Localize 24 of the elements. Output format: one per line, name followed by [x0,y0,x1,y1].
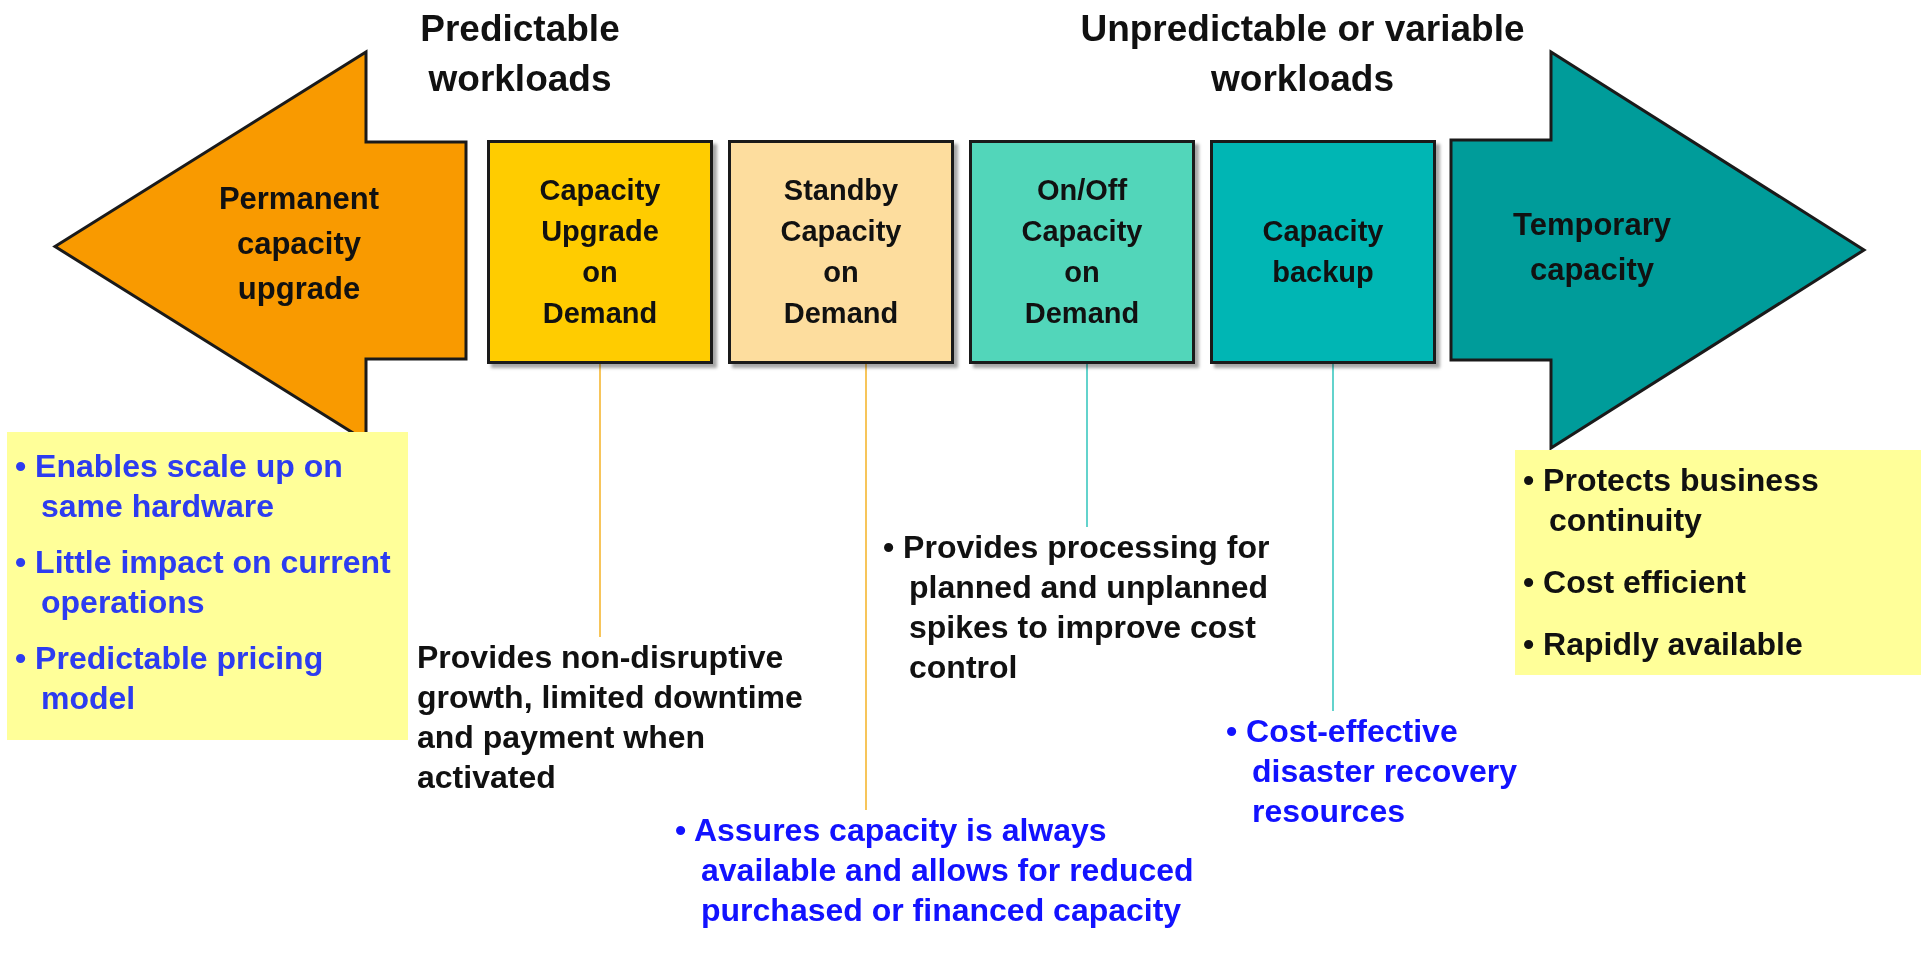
bullet-point: • Enables scale up on same hardware [15,447,344,526]
leader-line [599,363,601,638]
bullet-point: • Protects business continuity [1523,461,1820,540]
option-box: Standby Capacity on Demand [728,140,954,364]
arrow-label: Permanent capacity upgrade [217,180,381,308]
bullet-point: • Rapidly available [1523,625,1804,664]
bullet-point: • Provides processing for planned and unplanned spikes to improve cost control [883,528,1271,687]
option-box: On/Off Capacity on Demand [969,140,1195,364]
description-text: Provides non-disruptive growth, limited downtime and payment when activated [417,637,847,797]
section-heading: Predictable workloads [419,7,621,101]
option-box: Capacity Upgrade on Demand [487,140,713,364]
bullet-point: • Cost-effective disaster recovery resources [1226,712,1519,831]
bullet-point: • Assures capacity is always available and allows for reduced purchased or financed capacity [675,811,1195,930]
bullet-point: • Predictable pricing model [15,639,325,718]
option-box: Capacity backup [1210,140,1436,364]
section-heading: Unpredictable or variable workloads [1079,7,1526,101]
note-panel [1515,450,1921,675]
leader-line [1086,363,1088,528]
leader-line [1332,363,1334,712]
note-panel [7,432,408,740]
bullet-point: • Cost efficient [1523,563,1747,602]
leader-line [865,363,867,811]
bullet-point: • Little impact on current operations [15,543,392,622]
arrow-label: Temporary capacity [1512,206,1672,289]
